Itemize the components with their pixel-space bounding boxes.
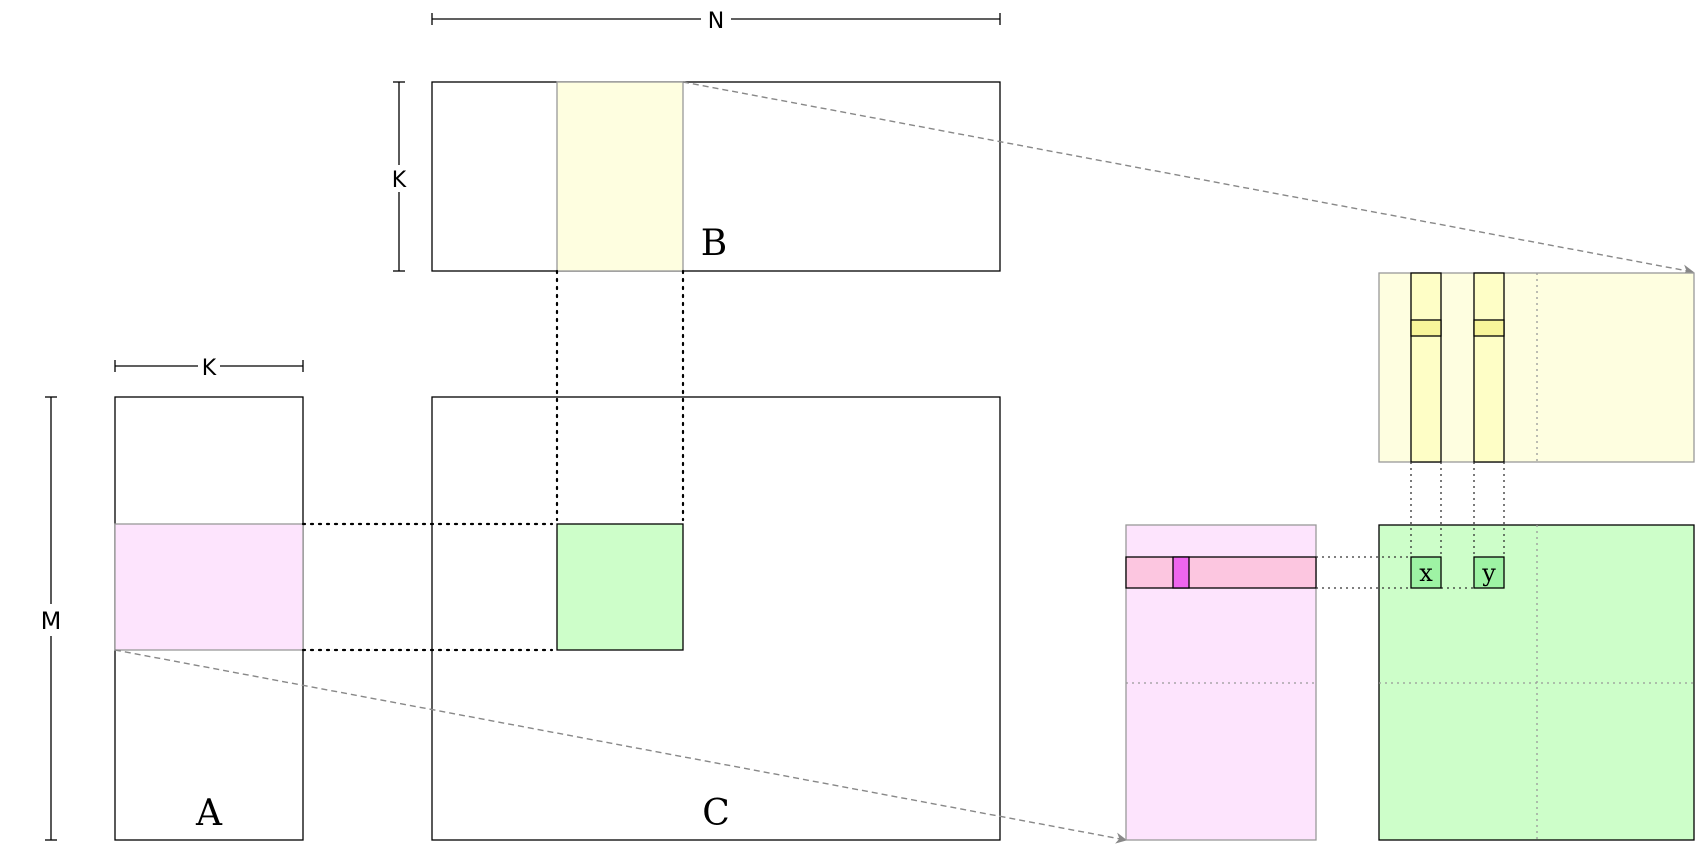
output-element-x: x <box>1410 556 1442 589</box>
dimension-m-label: M <box>41 607 62 635</box>
matrix-a: A <box>114 396 304 841</box>
output-element-y-label: y <box>1481 559 1496 587</box>
dimension-k-b-label: K <box>392 168 407 193</box>
matrix-c-tile <box>556 523 684 651</box>
dimension-m: M <box>41 396 62 841</box>
dimension-n-label: N <box>708 9 724 34</box>
output-element-x-label: x <box>1419 559 1433 587</box>
output-element-y: y <box>1473 556 1505 589</box>
zoom-arrows <box>114 81 1695 844</box>
dimension-n: N <box>431 9 1001 34</box>
matrix-c: C <box>431 396 1001 841</box>
matrix-c-label: C <box>702 793 730 834</box>
zoomed-a-row <box>1125 556 1317 589</box>
matrix-b-label: B <box>701 223 727 264</box>
zoomed-b-column-1 <box>1410 272 1442 463</box>
matrix-a-tile <box>114 523 304 651</box>
zoomed-b-column-2 <box>1473 272 1505 463</box>
tile-projection-lines <box>301 269 685 652</box>
zoomed-b-tile <box>1378 272 1695 463</box>
zoomed-a-tile <box>1125 524 1317 841</box>
zoom-arrow-a <box>114 649 1128 844</box>
dimension-k-b: K <box>392 81 407 272</box>
matrix-a-label: A <box>195 793 223 834</box>
matrix-b-tile <box>556 81 684 272</box>
zoomed-b-element-2 <box>1473 319 1505 337</box>
zoomed-b-element-1 <box>1410 319 1442 337</box>
zoom-arrow-b <box>682 81 1695 276</box>
zoomed-alignment-lines <box>1316 462 1505 589</box>
dimension-k-a: K <box>114 356 304 381</box>
zoomed-a-element <box>1172 556 1190 589</box>
matrix-b: B <box>431 81 1001 272</box>
dimension-k-a-label: K <box>202 356 217 381</box>
